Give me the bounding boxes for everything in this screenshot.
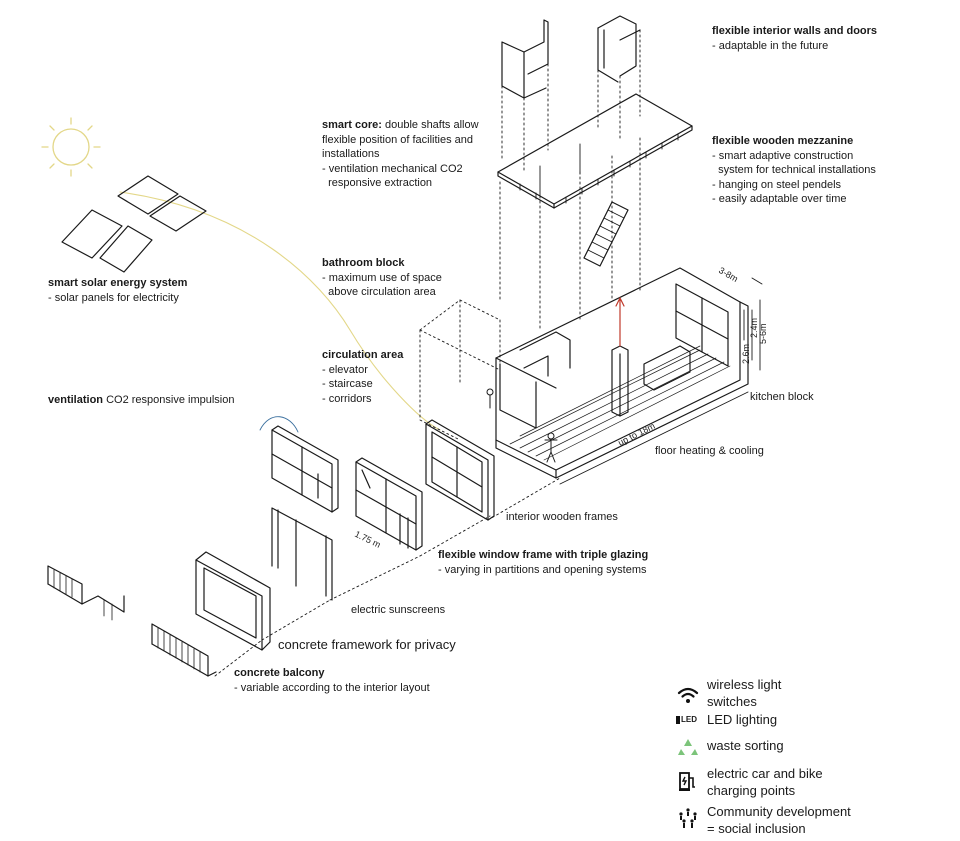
label-interior-walls: flexible interior walls and doors - adap… [712,25,878,52]
apartment-unit [486,267,749,479]
community-icon [679,808,697,828]
interior-wall-left [501,19,549,99]
label-balcony: concrete balcony - variable according to… [234,667,430,694]
sun-icon [41,117,101,177]
label-floor-heating: floor heating & cooling [655,445,764,457]
label-kitchen: kitchen block [750,391,814,403]
dim-window-width: 1.75 m [353,529,382,550]
window-frame-triple-glazing [355,457,423,551]
recycle-icon [678,739,698,755]
legend-item-wifi: wireless light switches [707,677,782,709]
concrete-balcony [151,623,217,677]
label-interior-frames: interior wooden frames [506,511,618,523]
solar-panels [61,175,207,273]
dim-h1: 2.4m [749,318,759,338]
mezzanine-slab [497,93,693,209]
label-sunscreens: electric sunscreens [351,604,446,616]
dim-depth: 3-8m [717,265,740,284]
label-solar: smart solar energy system - solar panels… [48,277,188,304]
legend-item-community: Community development = social inclusion [707,804,851,836]
balcony-small [47,565,125,621]
sun-ray-curve [119,191,441,431]
projection-lines [214,29,641,677]
label-window-frame: flexible window frame with triple glazin… [438,549,649,576]
dim-h3: 2.6m [741,344,751,364]
legend-item-charging: electric car and bike charging points [707,766,823,798]
label-concrete-frame: concrete framework for privacy [278,637,456,652]
label-circulation: circulation area - elevator - staircase … [322,349,404,405]
staircase [583,201,629,267]
electric-sunscreen [271,507,333,601]
dim-h2: 5-6m [758,323,768,344]
person-figure-2 [486,388,494,409]
person-figure [544,432,558,463]
charging-station-icon [679,772,695,791]
window-open-sash [259,416,339,513]
ventilation-arrow [615,297,625,347]
label-mezzanine: flexible wooden mezzanine - smart adapti… [712,135,876,205]
wifi-icon [677,687,699,703]
legend-item-led: LED lighting [707,712,778,727]
label-smart-core: smart core: double shafts allow flexible… [322,119,479,189]
dimension-lines [559,277,763,485]
concrete-framework [195,551,271,651]
interior-wooden-frame [425,419,495,521]
dim-length: up to 18m [616,421,656,448]
interior-wall-right [597,15,641,83]
legend-item-recycle: waste sorting [707,738,784,753]
label-ventilation: ventilation CO2 responsive impulsion [48,394,235,406]
led-icon: LED [676,714,700,734]
label-bathroom: bathroom block - maximum use of space ab… [322,257,442,298]
